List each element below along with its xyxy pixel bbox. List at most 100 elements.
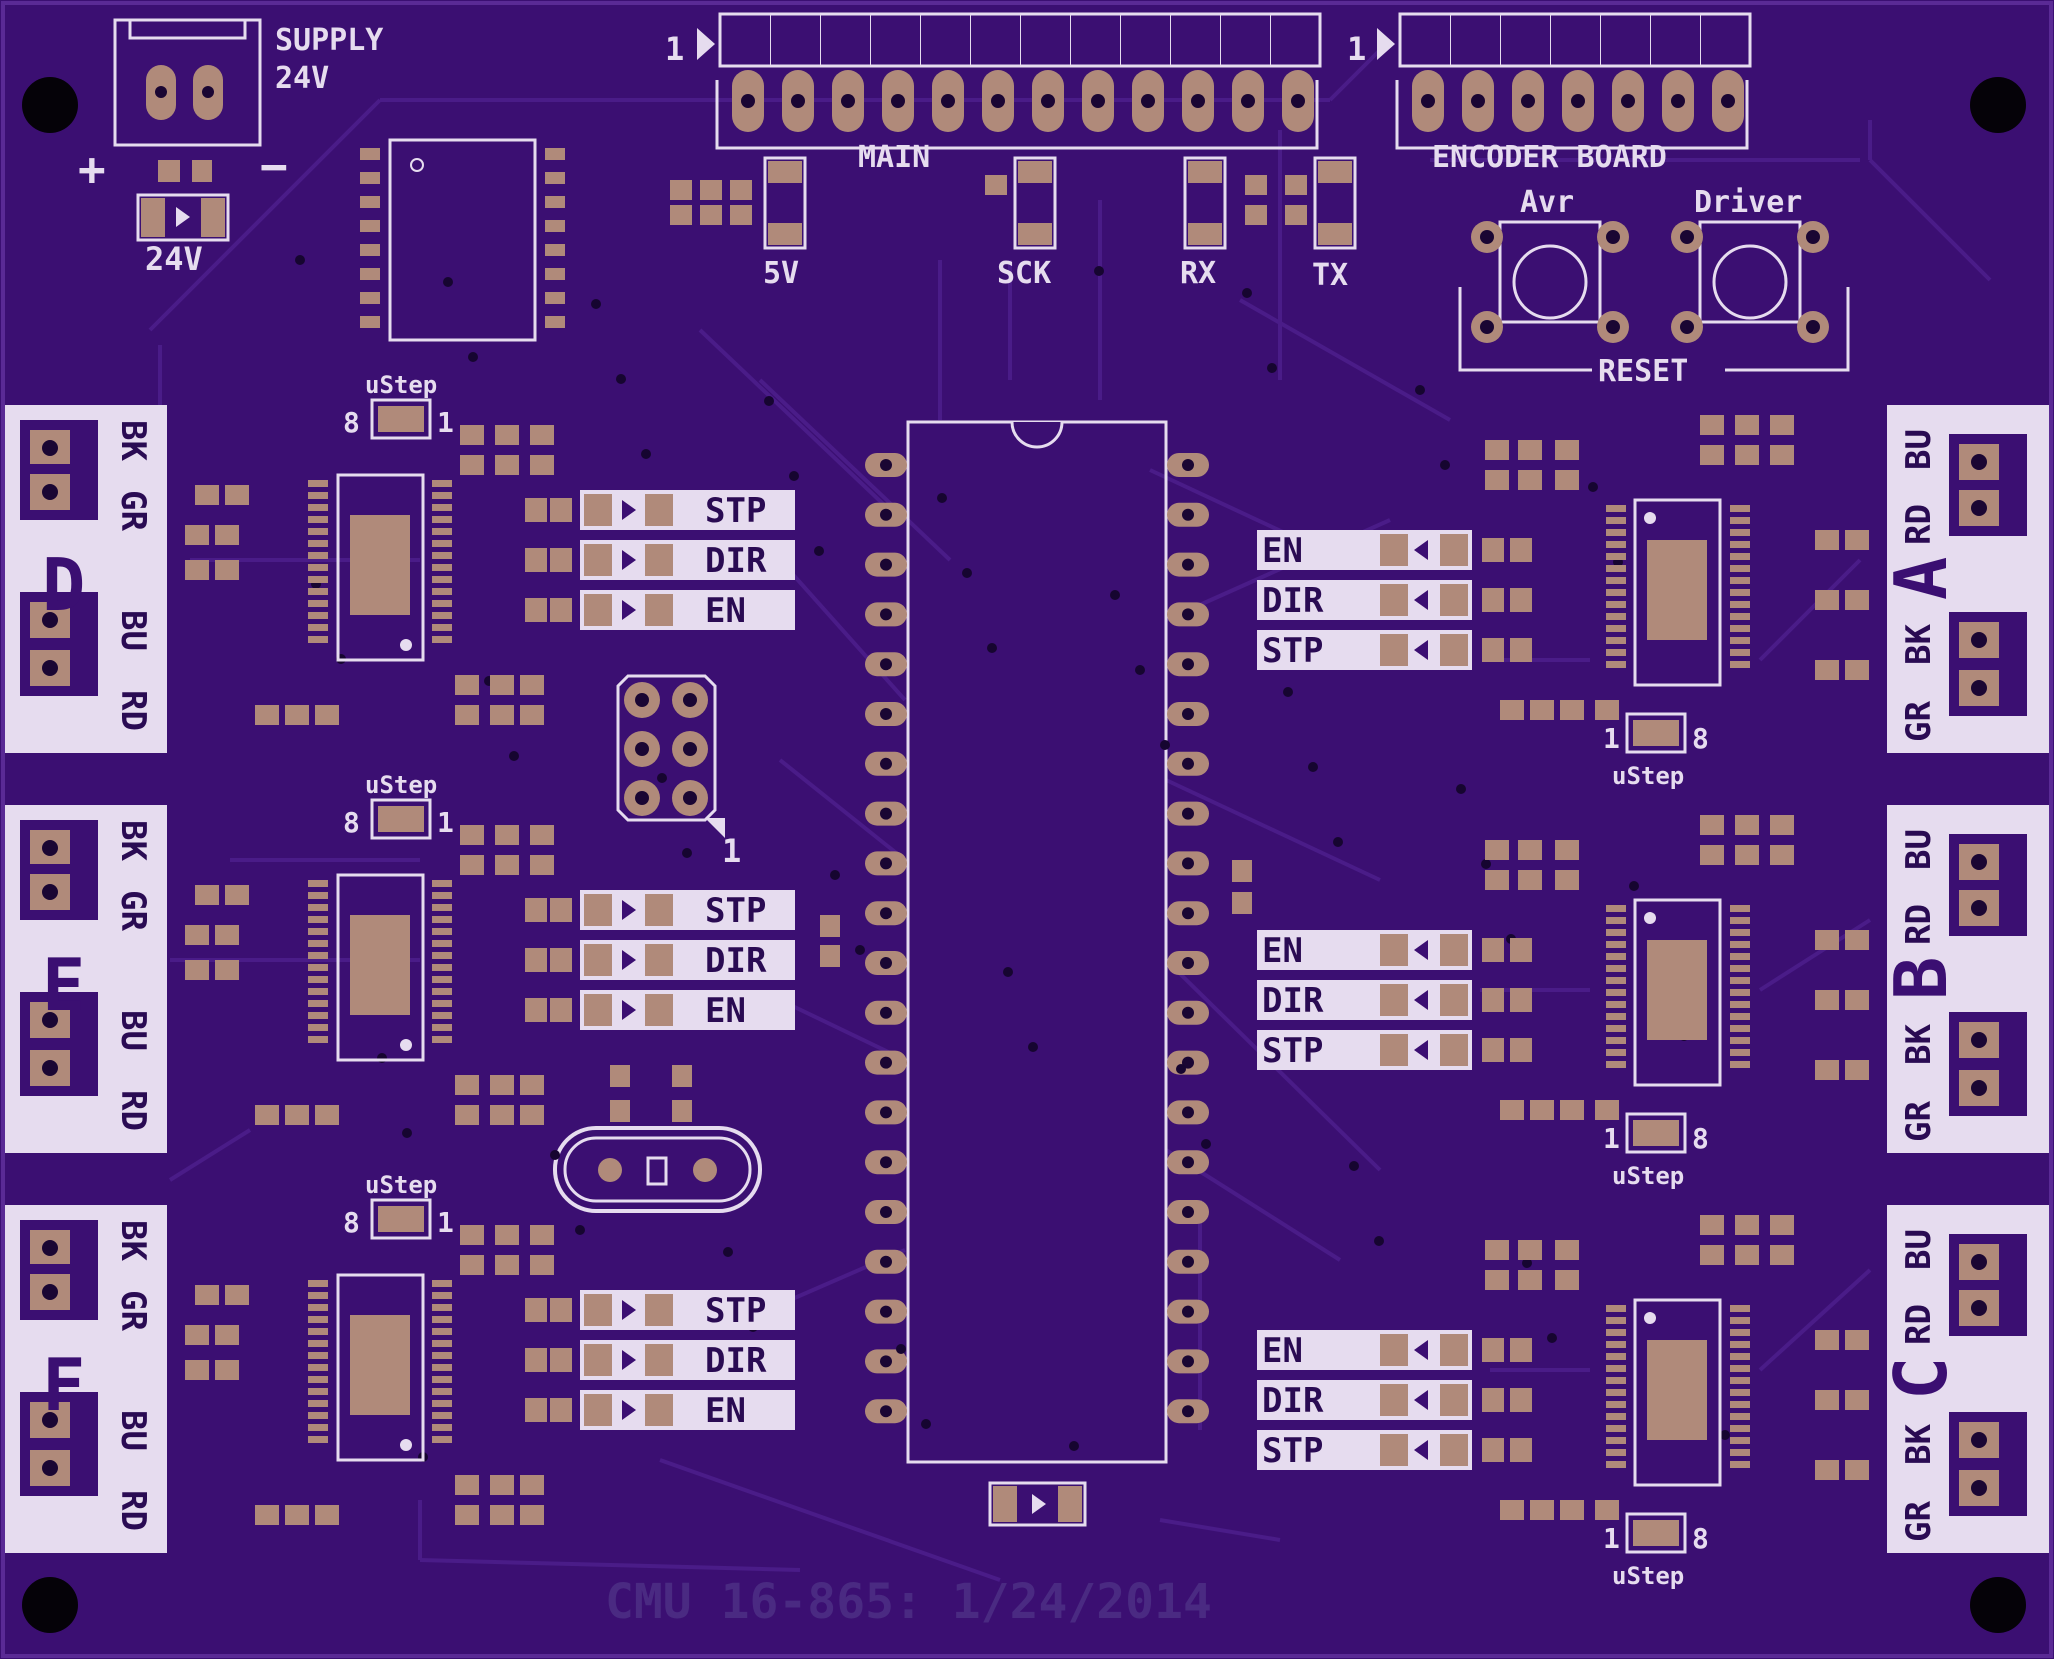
driver-pin xyxy=(1730,565,1750,572)
smd-pad xyxy=(1815,930,1839,950)
driver-pin xyxy=(1606,917,1626,924)
ustep-label: uStep xyxy=(1612,762,1684,790)
smd-pad xyxy=(670,205,692,225)
smd-pad xyxy=(192,160,212,182)
driver-pin xyxy=(308,1036,328,1043)
smd-pad xyxy=(1510,1038,1532,1062)
status-led-tx xyxy=(1313,156,1357,250)
driver-pin xyxy=(1730,541,1750,548)
via xyxy=(1720,1430,1730,1440)
driver-pin xyxy=(432,564,452,571)
smd-pad xyxy=(550,498,572,522)
via xyxy=(468,352,478,362)
signal-led-stp xyxy=(580,890,795,930)
isp-header xyxy=(616,674,725,838)
driver-pin xyxy=(308,1304,328,1311)
driver-pin xyxy=(432,928,452,935)
via xyxy=(682,848,692,858)
signal-label: EN xyxy=(1262,531,1303,571)
driver-pin xyxy=(432,1304,452,1311)
driver-pin xyxy=(432,1316,452,1323)
driver-pin xyxy=(1606,1413,1626,1420)
driver-pin xyxy=(308,1436,328,1443)
smd-pad xyxy=(255,1505,279,1525)
smd-pad xyxy=(1845,1460,1869,1480)
microcontroller-dip40 xyxy=(906,420,1168,1464)
smd-pad xyxy=(460,825,484,845)
smd-pad xyxy=(1560,1100,1584,1120)
driver-pin xyxy=(308,516,328,523)
status-led-sck xyxy=(1013,156,1057,250)
wire-label: GR xyxy=(1899,1501,1939,1542)
smd-pad xyxy=(185,1360,209,1380)
driver-pin xyxy=(308,904,328,911)
driver-pin xyxy=(1606,565,1626,572)
via xyxy=(1588,482,1598,492)
driver-reset-button[interactable] xyxy=(1698,220,1802,324)
regulator-pin xyxy=(545,292,565,304)
ustep-1: 1 xyxy=(437,806,454,839)
smd-pad xyxy=(455,1105,479,1125)
signal-led-stp xyxy=(580,490,795,530)
smd-pad xyxy=(550,948,572,972)
wire-label: BK xyxy=(113,820,153,861)
driver-pin xyxy=(1606,1037,1626,1044)
driver-pin xyxy=(308,1292,328,1299)
smd-pad xyxy=(1518,470,1542,490)
smd-pad xyxy=(1770,815,1794,835)
smd-pad xyxy=(1845,990,1869,1010)
signal-led-en xyxy=(580,990,795,1030)
power-connector xyxy=(113,18,262,147)
driver-ic-D xyxy=(336,473,425,662)
smd-pad xyxy=(1485,1270,1509,1290)
driver-pin xyxy=(308,1352,328,1359)
driver-pin xyxy=(1606,1425,1626,1432)
via xyxy=(641,449,651,459)
driver-pin xyxy=(308,916,328,923)
smd-pad xyxy=(315,705,339,725)
smd-pad xyxy=(185,560,209,580)
driver-pin xyxy=(308,552,328,559)
via xyxy=(1547,1333,1557,1343)
driver-pin xyxy=(308,928,328,935)
smd-pad xyxy=(1700,1245,1724,1265)
driver-pin xyxy=(1730,577,1750,584)
avr-reset-button[interactable] xyxy=(1498,220,1602,324)
smd-pad xyxy=(530,1255,554,1275)
smd-pad xyxy=(1845,1330,1869,1350)
smd-pad xyxy=(215,960,239,980)
driver-pin xyxy=(1730,989,1750,996)
smd-pad xyxy=(1735,1245,1759,1265)
driver-pin xyxy=(432,892,452,899)
driver-pin xyxy=(432,1376,452,1383)
smd-pad xyxy=(1482,538,1504,562)
via xyxy=(855,945,865,955)
driver-pin xyxy=(308,1424,328,1431)
driver-pin xyxy=(1730,1413,1750,1420)
smd-pad xyxy=(1845,590,1869,610)
driver-pin xyxy=(432,480,452,487)
driver-pin xyxy=(1730,517,1750,524)
ustep-jumper xyxy=(370,798,432,840)
smd-pad xyxy=(285,1505,309,1525)
wire-label: BU xyxy=(113,610,153,651)
driver-pin xyxy=(432,1388,452,1395)
avr-button-label: Avr xyxy=(1520,185,1574,220)
smd-pad xyxy=(550,1298,572,1322)
driver-pin xyxy=(432,504,452,511)
smd-pad xyxy=(1815,990,1839,1010)
signal-led-stp xyxy=(1257,1030,1472,1070)
smd-pad xyxy=(525,498,547,522)
smd-pad xyxy=(525,598,547,622)
regulator-pin xyxy=(360,244,380,256)
smd-pad xyxy=(1482,588,1504,612)
main-header-pin1: 1 xyxy=(665,30,684,68)
driver-pin xyxy=(1730,1353,1750,1360)
smd-pad xyxy=(1485,870,1509,890)
smd-pad xyxy=(1845,1060,1869,1080)
ustep-1: 1 xyxy=(1603,1522,1620,1555)
smd-pad xyxy=(525,1298,547,1322)
ustep-8: 8 xyxy=(1692,1122,1709,1155)
smd-pad xyxy=(1485,1240,1509,1260)
